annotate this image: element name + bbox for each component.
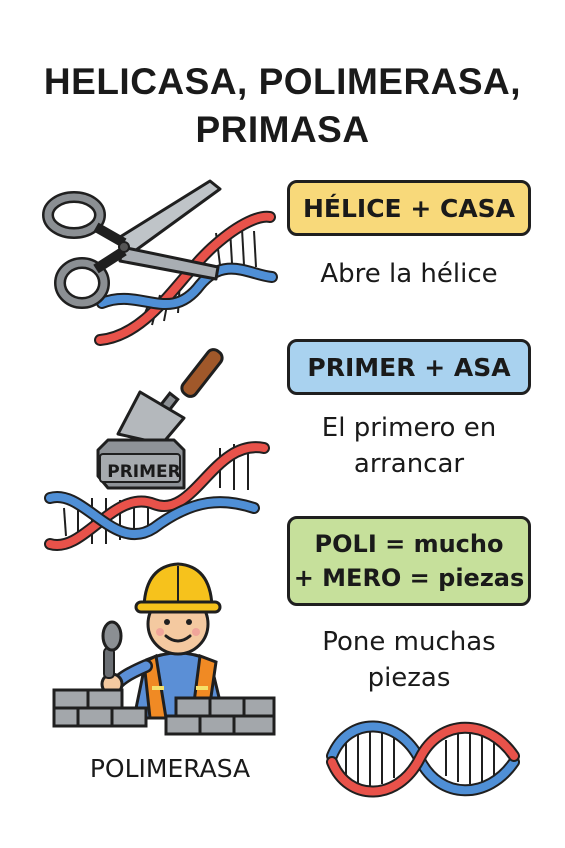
polimerasa-box-line-2: + MERO = piezas: [293, 564, 525, 592]
construction-worker-illustration: [52, 562, 276, 736]
polimerasa-description-line-1: Pone muchas: [322, 627, 496, 657]
primasa-description-line-1: El primero en: [321, 413, 497, 443]
dna-helix-icon: [94, 210, 278, 346]
primer-brick-icon: [96, 438, 186, 490]
primer-brick-label: PRIMER: [107, 462, 181, 482]
title-line-1: HELICASA, POLIMERASA,: [43, 61, 522, 102]
primasa-description: El primero en arrancar: [281, 410, 537, 482]
trowel-icon: [116, 348, 224, 446]
polimerasa-description-line-2: piezas: [367, 663, 451, 693]
helicasa-description: Abre la hélice: [320, 259, 498, 289]
primasa-etymology-box: PRIMER + ASA: [287, 339, 531, 395]
polimerasa-etymology-box: POLI = mucho + MERO = piezas: [287, 516, 531, 606]
scissors-dna-illustration: [42, 179, 278, 346]
helicasa-etymology-box: HÉLICE + CASA: [287, 180, 531, 236]
title-line-2: PRIMASA: [195, 109, 370, 150]
helicasa-box-label: HÉLICE + CASA: [302, 193, 516, 223]
page-title: HELICASA, POLIMERASA, PRIMASA: [0, 58, 565, 154]
polimerasa-box-line-1: POLI = mucho: [314, 530, 504, 558]
primasa-description-line-2: arrancar: [353, 449, 465, 479]
polimerasa-worker-label: POLIMERASA: [89, 754, 251, 783]
dna-helix-icon: [44, 441, 270, 551]
dna-helix-icon: [326, 720, 520, 798]
polimerasa-description: Pone muchas piezas: [281, 624, 537, 696]
trowel-primer-illustration: [44, 348, 270, 551]
primasa-box-label: PRIMER + ASA: [307, 352, 511, 382]
scissors-icon: [42, 179, 222, 309]
brick-wall-icon: [52, 688, 276, 736]
